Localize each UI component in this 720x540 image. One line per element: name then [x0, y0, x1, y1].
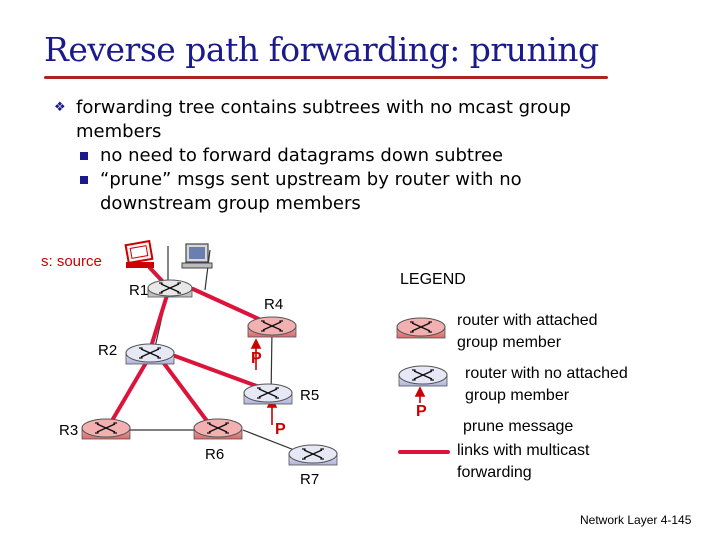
source-host-icon — [124, 239, 154, 268]
link-r1-r2-red — [148, 290, 170, 352]
source-label: s: source — [41, 253, 102, 270]
router-r6 — [193, 418, 243, 440]
router-label-r4: R4 — [264, 296, 284, 313]
router-label-r3: R3 — [59, 422, 79, 439]
legend-attached-line2: group member — [457, 334, 562, 351]
legend-links-text: links with multicast forwarding — [457, 440, 589, 484]
title-underline — [44, 76, 608, 79]
legend-router-not-attached-icon — [398, 365, 448, 387]
router-r7 — [288, 444, 338, 466]
bullet-list: ❖ forwarding tree contains subtrees with… — [40, 96, 660, 216]
slide-footer: Network Layer 4-145 — [580, 513, 692, 527]
multicast-links — [108, 266, 450, 454]
sub-bullet-text-line1: “prune” msgs sent upstream by router wit… — [100, 169, 522, 190]
legend-prune-label: P — [416, 403, 427, 420]
router-label-r5: R5 — [300, 387, 320, 404]
prune-label-1: P — [251, 350, 262, 367]
router-label-r6: R6 — [205, 446, 225, 463]
router-r5 — [243, 383, 293, 405]
legend-title: LEGEND — [400, 271, 466, 288]
router-r4 — [247, 316, 297, 338]
prune-arrows — [250, 338, 426, 425]
legend-links-line1: links with multicast — [457, 442, 590, 459]
sub-bullet-item: no need to forward datagrams down subtre… — [40, 144, 660, 168]
legend-router-attached-icon — [396, 317, 446, 339]
square-bullet-icon — [80, 176, 88, 184]
legend-attached-text: router with attached group member — [457, 310, 598, 354]
legend-not-attached-text: router with no attached group member — [465, 363, 628, 407]
link-r2-r3 — [108, 354, 152, 426]
sub-bullet-text: no need to forward datagrams down subtre… — [100, 145, 504, 166]
router-label-r2: R2 — [98, 342, 118, 359]
link-r1-pc — [204, 249, 211, 291]
router-r1 — [147, 279, 193, 298]
square-bullet-icon — [80, 152, 88, 160]
legend-links-line2: forwarding — [457, 464, 532, 481]
bullet-item: ❖ forwarding tree contains subtrees with… — [40, 96, 660, 144]
router-r3 — [81, 418, 131, 440]
legend-attached-line1: router with attached — [457, 312, 598, 329]
link-r2-r5 — [173, 354, 264, 390]
legend-prune-text: prune message — [463, 418, 574, 435]
prune-arrowhead-1 — [250, 338, 262, 349]
router-label-r1: R1 — [129, 282, 149, 299]
router-r2 — [125, 343, 175, 365]
router-label-r7: R7 — [300, 471, 320, 488]
sub-bullet-item: “prune” msgs sent upstream by router wit… — [40, 168, 660, 216]
pc-host-icon — [181, 243, 213, 269]
diamond-bullet-icon: ❖ — [54, 100, 66, 115]
bullet-text-line2: members — [76, 121, 162, 142]
slide-title: Reverse path forwarding: pruning — [44, 30, 599, 69]
legend-prune-arrowhead — [414, 386, 426, 397]
bullet-text-line1: forwarding tree contains subtrees with n… — [76, 97, 571, 118]
legend-not-attached-line2: group member — [465, 387, 570, 404]
sub-bullet-text-line2: downstream group members — [100, 193, 361, 214]
link-r2-r6 — [158, 356, 212, 427]
prune-label-2: P — [275, 421, 286, 438]
legend-not-attached-line1: router with no attached — [465, 365, 628, 382]
